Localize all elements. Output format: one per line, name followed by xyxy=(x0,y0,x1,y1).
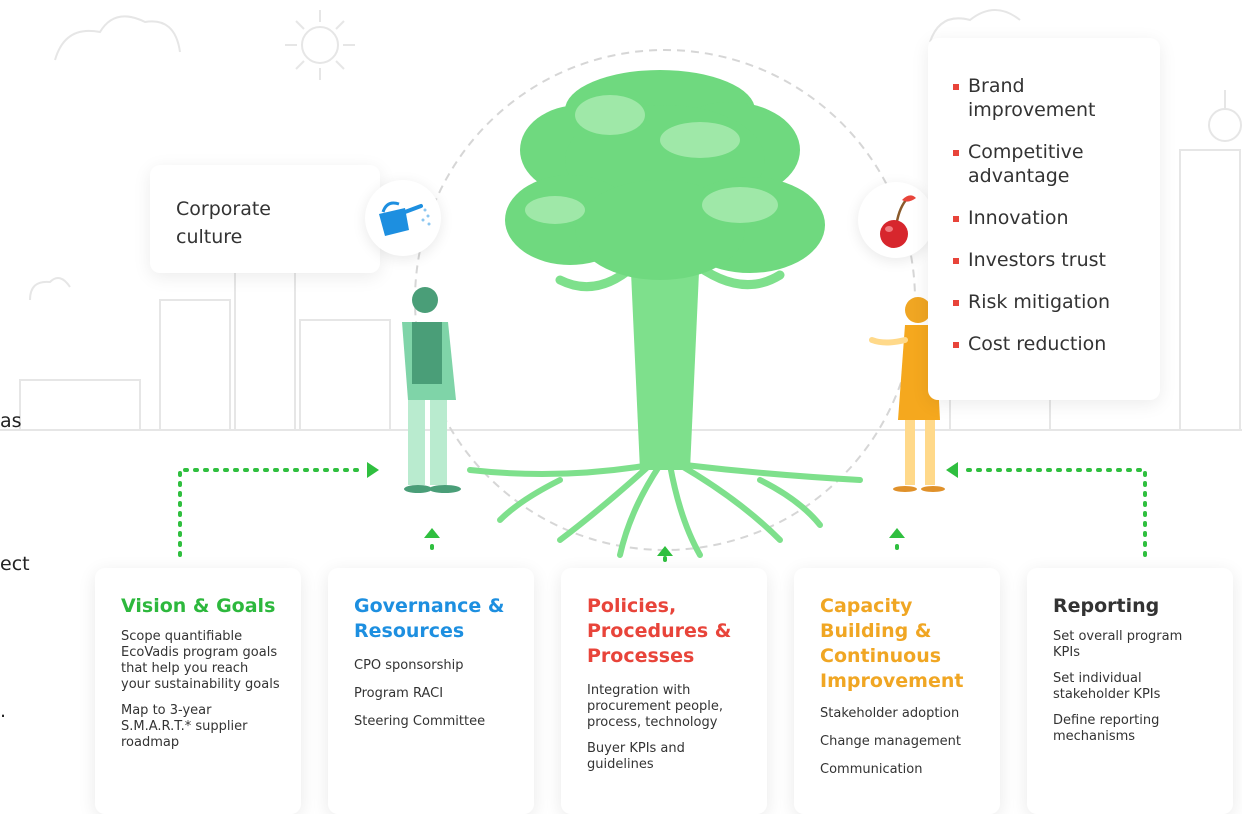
benefit-item: Competitive advantage xyxy=(953,140,1148,188)
pillar-title: Capacity Building & Continuous Improveme… xyxy=(820,595,964,692)
benefit-item: Innovation xyxy=(953,206,1148,230)
benefit-item: Risk mitigation xyxy=(953,290,1148,314)
corporate-culture-label: Corporate culture xyxy=(176,198,271,248)
watering-can-icon xyxy=(365,180,441,256)
cityscape-outline xyxy=(0,9,1242,431)
pillar-item: CPO sponsorship xyxy=(354,658,464,673)
edge-text-fragment: . xyxy=(0,700,7,722)
pillar-item: Map to 3-year S.M.A.R.T.* supplier roadm… xyxy=(121,703,248,750)
dotted-connector-arrows xyxy=(178,468,1147,562)
person-man-illustration xyxy=(402,287,461,493)
arrow-heads xyxy=(367,462,958,556)
pillar-title: Policies, Procedures & Processes xyxy=(587,595,732,667)
pillar-item: Scope quantifiable EcoVadis program goal… xyxy=(121,629,280,692)
pillar-reporting: Reporting Set overall program KPIs Set i… xyxy=(1027,568,1233,814)
pillar-item: Set overall program KPIs xyxy=(1053,629,1183,660)
pillar-title: Governance & Resources xyxy=(354,595,505,642)
pillar-item: Program RACI xyxy=(354,686,444,701)
pillar-item: Change management xyxy=(820,734,961,749)
tree-roots xyxy=(467,462,863,558)
tree-canopy xyxy=(505,70,825,280)
edge-text-fragment: as xyxy=(0,410,22,432)
pillar-item: Set individual stakeholder KPIs xyxy=(1053,671,1161,702)
edge-text-fragment: ect xyxy=(0,553,30,575)
pillar-item: Buyer KPIs and guidelines xyxy=(587,741,685,772)
pillar-item: Stakeholder adoption xyxy=(820,706,960,721)
pillar-item: Communication xyxy=(820,762,923,777)
pillar-title: Vision & Goals xyxy=(121,595,276,617)
pillar-title: Reporting xyxy=(1053,595,1160,617)
pillar-capacity-building: Capacity Building & Continuous Improveme… xyxy=(794,568,1000,814)
benefits-card: Brand improvement Competitive advantage … xyxy=(928,38,1160,400)
pillar-vision-goals: Vision & Goals Scope quantifiable EcoVad… xyxy=(95,568,301,814)
pillar-item: Integration with procurement people, pro… xyxy=(587,683,724,730)
pillar-item: Steering Committee xyxy=(354,714,486,729)
benefit-item: Brand improvement xyxy=(953,74,1148,122)
benefit-item: Investors trust xyxy=(953,248,1148,272)
benefit-item: Cost reduction xyxy=(953,332,1148,356)
pillar-governance-resources: Governance & Resources CPO sponsorship P… xyxy=(328,568,534,814)
pillar-policies-procedures: Policies, Procedures & Processes Integra… xyxy=(561,568,767,814)
cherry-icon xyxy=(858,182,934,258)
pillar-item: Define reporting mechanisms xyxy=(1053,713,1160,744)
benefits-list: Brand improvement Competitive advantage … xyxy=(928,38,1160,356)
corporate-culture-card: Corporate culture xyxy=(150,165,380,273)
